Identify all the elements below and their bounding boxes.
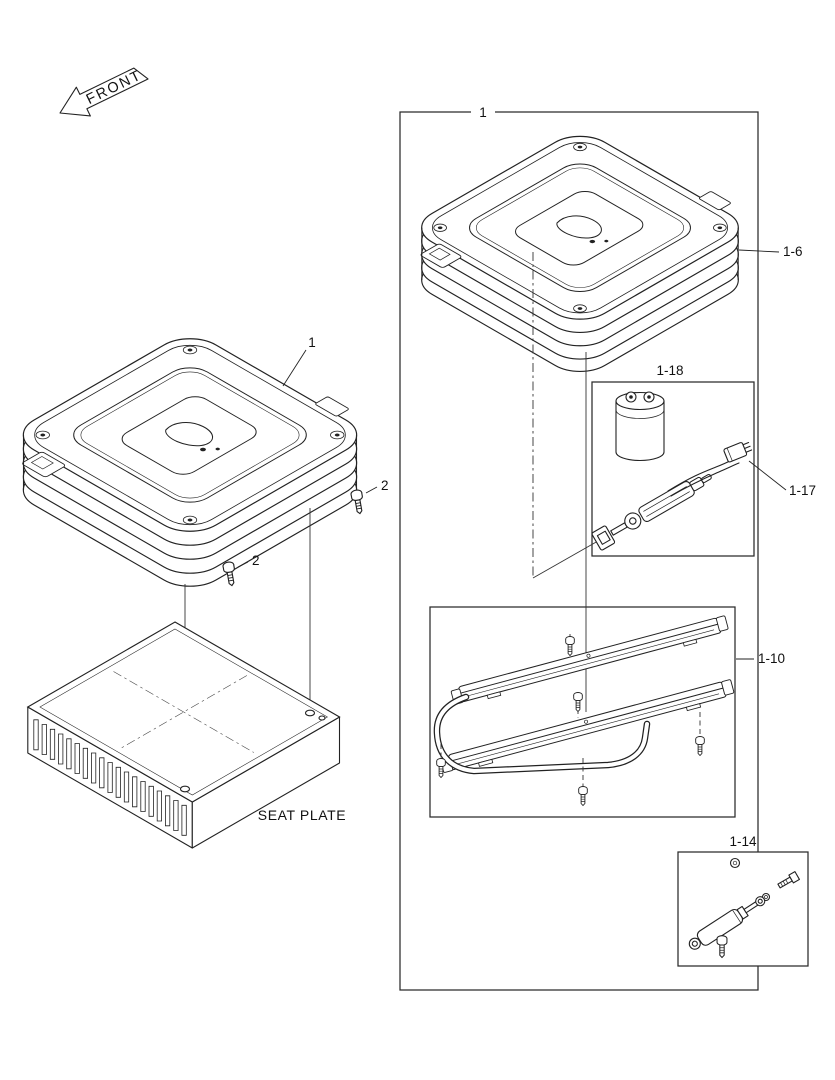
callout-2-bottom: 2 — [252, 553, 260, 568]
callout-2-top: 2 — [381, 478, 389, 493]
guide-line-to-actuator — [532, 540, 599, 579]
damper-kit — [688, 857, 800, 959]
actuator-1-17 — [591, 474, 712, 551]
damper-washer-top — [729, 857, 741, 869]
plate-hole-rear — [304, 709, 316, 717]
callout-assembly-label: 1 — [479, 105, 487, 120]
leader-line-1-6 — [738, 249, 780, 253]
seat-plate — [28, 622, 340, 849]
air-cylinder — [615, 391, 665, 462]
callout-1-17: 1-17 — [789, 483, 816, 498]
leader-line-left-1 — [282, 349, 307, 387]
callout-1-14: 1-14 — [729, 834, 757, 849]
seat-cushion-right — [390, 122, 764, 380]
leader-line-2-bottom — [237, 561, 249, 568]
damper-body — [688, 896, 766, 950]
callout-1-10: 1-10 — [758, 651, 785, 666]
plate-hole-front — [179, 785, 191, 793]
actuator-connector — [723, 442, 753, 463]
callout-1-18: 1-18 — [656, 363, 683, 378]
actuator-wire-b — [670, 462, 740, 497]
screw-2-top — [349, 488, 366, 516]
front-arrow: FRONT — [59, 67, 149, 117]
damper-bolt-side — [777, 871, 800, 889]
rail-assembly — [433, 615, 736, 806]
seat-cushion-left — [0, 324, 383, 596]
plate-hole-side — [318, 715, 326, 721]
callout-1-left: 1 — [308, 335, 316, 350]
leader-line-2-top — [365, 486, 378, 494]
leader-line-1-17 — [748, 460, 787, 491]
callout-1-6: 1-6 — [783, 244, 803, 259]
plate-slots — [33, 719, 187, 836]
seat-plate-label: SEAT PLATE — [258, 807, 346, 823]
assembly-box: 1 — [399, 105, 759, 991]
